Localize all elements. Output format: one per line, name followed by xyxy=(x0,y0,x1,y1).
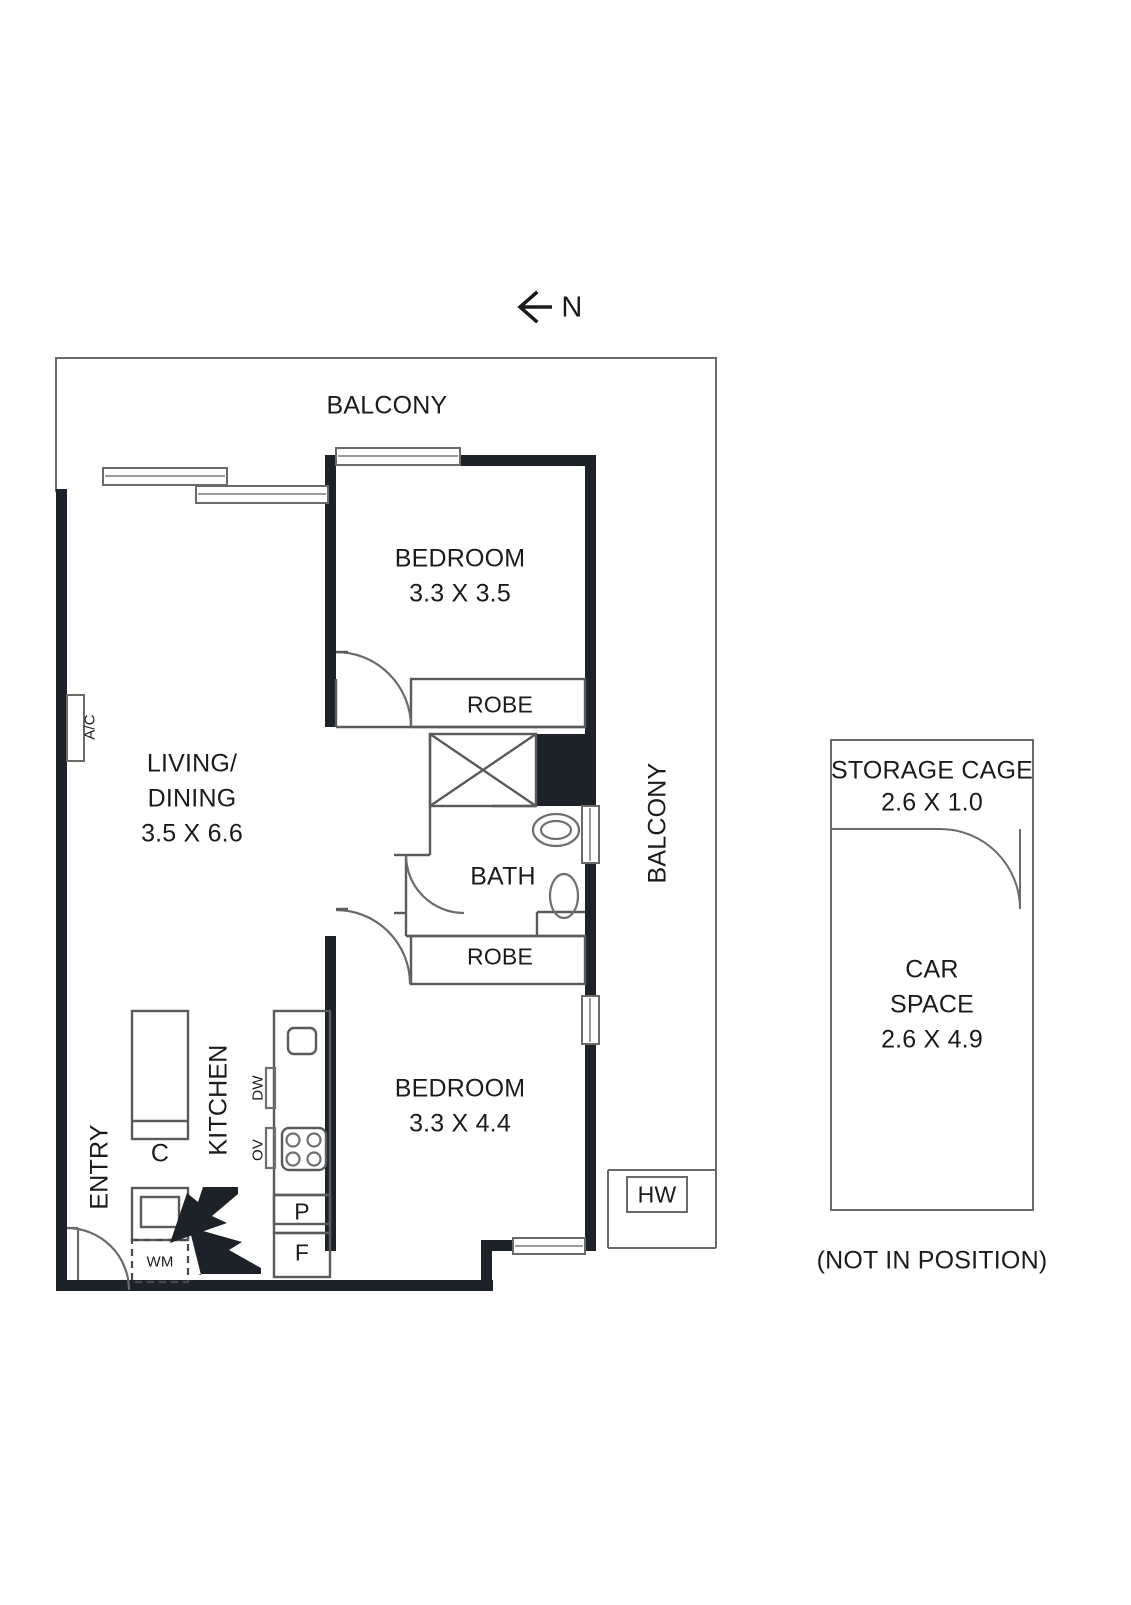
room-label-balcony-top: BALCONY xyxy=(327,392,448,421)
pantry-label: P xyxy=(294,1199,310,1226)
north-label: N xyxy=(561,292,582,325)
door-bath xyxy=(406,855,464,913)
sliding-door-bedroom1 xyxy=(336,448,460,465)
window-bedroom2-south xyxy=(513,1238,585,1254)
window-bedroom2-east xyxy=(582,996,599,1044)
ac-label: A/C xyxy=(82,714,99,740)
north-arrow-icon xyxy=(520,293,552,321)
room-label-car-space-line2: SPACE xyxy=(890,991,974,1020)
dishwasher-label: DW xyxy=(250,1075,267,1100)
room-label-bath: BATH xyxy=(470,863,536,892)
room-label-storage-cage: STORAGE CAGE xyxy=(831,757,1033,786)
robe-label-top: ROBE xyxy=(467,692,533,719)
door-storage-cage xyxy=(940,829,1020,909)
room-dim-bedroom-1: 3.3 X 3.5 xyxy=(409,580,511,609)
fridge-label: F xyxy=(295,1240,309,1267)
room-label-entry: ENTRY xyxy=(86,1124,115,1209)
room-dim-bedroom-2: 3.3 X 4.4 xyxy=(409,1110,511,1139)
door-bedroom2 xyxy=(336,910,410,984)
room-label-kitchen: KITCHEN xyxy=(205,1044,234,1155)
oven-label: OV xyxy=(250,1139,267,1161)
room-label-bedroom-1: BEDROOM xyxy=(395,545,526,574)
room-label-living-line2: DINING xyxy=(148,785,237,814)
hw-label: HW xyxy=(638,1182,677,1209)
kitchen-pointer-arrows xyxy=(170,1187,261,1275)
robe-label-bottom: ROBE xyxy=(467,944,533,971)
door-jambs xyxy=(336,652,406,913)
not-in-position-note: (NOT IN POSITION) xyxy=(817,1247,1048,1276)
room-dim-car-space: 2.6 X 4.9 xyxy=(881,1026,983,1055)
window-bath xyxy=(582,806,599,863)
cupboard-label: C xyxy=(151,1140,169,1169)
toilet-icon xyxy=(533,814,579,846)
room-dim-living: 3.5 X 6.6 xyxy=(141,820,243,849)
washing-machine-label: WM xyxy=(146,1254,173,1271)
cooktop-burners-icon xyxy=(287,1134,321,1166)
room-label-living-line1: LIVING/ xyxy=(147,750,237,779)
room-label-car-space-line1: CAR xyxy=(905,956,958,985)
room-dim-storage-cage: 2.6 X 1.0 xyxy=(881,789,983,818)
room-label-balcony-right: BALCONY xyxy=(644,763,673,884)
sliding-door-living xyxy=(103,468,328,503)
door-bedroom1 xyxy=(336,652,411,727)
room-label-bedroom-2: BEDROOM xyxy=(395,1075,526,1104)
